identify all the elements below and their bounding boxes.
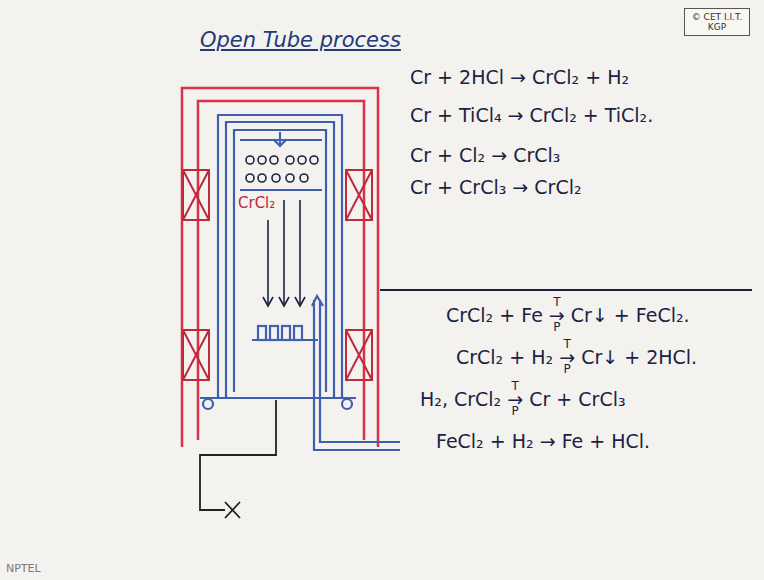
condition-mark: T <box>563 337 570 351</box>
reaction-equation: CrCl₂ + Fe → Cr↓ + FeCl₂. <box>446 304 690 326</box>
condition-mark: P <box>553 320 560 334</box>
reaction-equation: Cr + 2HCl → CrCl₂ + H₂ <box>410 66 629 88</box>
reaction-equation: Cr + TiCl₄ → CrCl₂ + TiCl₂. <box>410 104 653 126</box>
condition-mark: P <box>512 404 519 418</box>
reaction-equation: CrCl₂ + H₂ → Cr↓ + 2HCl. <box>456 346 697 368</box>
condition-mark: P <box>564 362 571 376</box>
page-title: Open Tube process <box>200 28 401 52</box>
logo-box: © CET I.I.T. KGP <box>684 8 750 36</box>
reaction-equation: FeCl₂ + H₂ → Fe + HCl. <box>436 430 650 452</box>
reaction-equation: Cr + CrCl₃ → CrCl₂ <box>410 176 582 198</box>
condition-mark: T <box>512 379 519 393</box>
condition-mark: T <box>553 295 560 309</box>
watermark: NPTEL <box>6 562 41 575</box>
vapour-label: CrCl₂ <box>238 194 275 212</box>
reaction-equation: Cr + Cl₂ → CrCl₃ <box>410 144 560 166</box>
logo-text: © CET I.I.T. KGP <box>688 12 746 32</box>
reaction-equation: H₂, CrCl₂ → Cr + CrCl₃ <box>420 388 626 410</box>
